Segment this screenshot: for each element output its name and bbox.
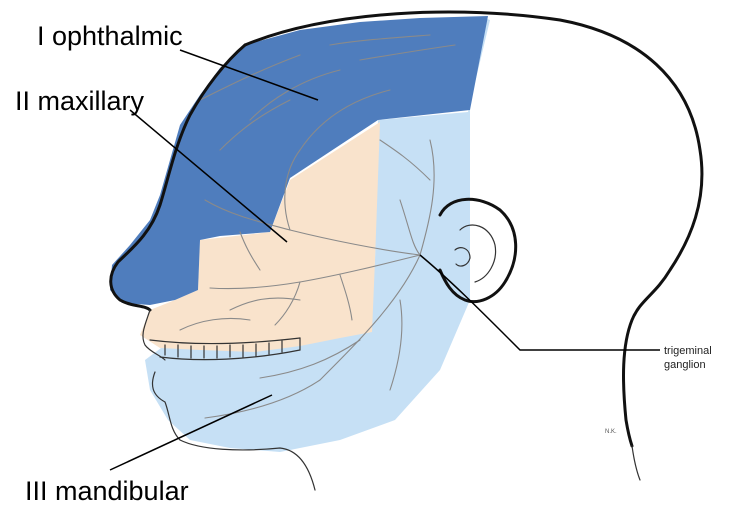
label-maxillary: II maxillary bbox=[15, 86, 145, 116]
artist-initials: N.K. bbox=[605, 429, 617, 435]
label-ganglion: ganglion bbox=[664, 359, 706, 371]
label-mandibular: III mandibular bbox=[25, 476, 189, 506]
dermatome-regions bbox=[110, 16, 490, 452]
label-trigeminal: trigeminal bbox=[664, 345, 712, 357]
label-ophthalmic: I ophthalmic bbox=[37, 21, 183, 51]
